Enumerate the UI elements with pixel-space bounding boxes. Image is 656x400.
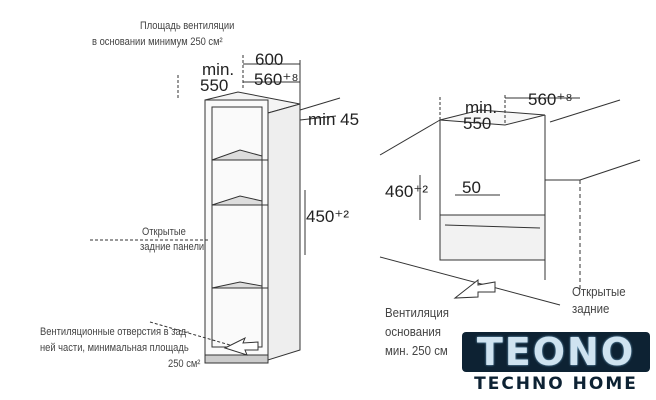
dim-min45: min 45 — [308, 110, 360, 129]
dim-450: 450⁺² — [306, 207, 349, 226]
undercounter-cabinet — [379, 95, 641, 306]
tall-cabinet — [90, 55, 341, 364]
right-dim-460: 460⁺² — [385, 182, 428, 201]
right-open-panels-line1: Открытые — [572, 284, 626, 299]
vent-holes-line2: ней части, минимальная площадь — [40, 342, 189, 354]
logo-main-text: TEONO — [462, 332, 650, 372]
right-vent-line2: основания — [385, 324, 441, 339]
dim-560: 560⁺⁸ — [254, 70, 299, 89]
right-dim-560: 560⁺⁸ — [528, 90, 573, 109]
dim-600: 600 — [255, 50, 284, 69]
right-vent-line3: мин. 250 см — [385, 343, 448, 358]
open-panels-line2: задние панели — [140, 241, 205, 253]
logo-sub-text: TECHNO HOME — [474, 374, 638, 394]
dim-550: 550 — [200, 76, 229, 95]
vent-holes-line1: Вентиляционные отверстия в зад- — [40, 326, 190, 338]
dim-min-label: min. — [202, 60, 235, 79]
right-open-panels-line2: задние — [572, 301, 610, 316]
right-dim-min-label: min. — [465, 98, 498, 117]
right-vent-line1: Вентиляция — [385, 305, 449, 320]
teono-logo: TEONO TECHNO HOME — [462, 332, 650, 396]
right-dim-550: 550 — [463, 114, 492, 133]
vent-holes-line3: 250 см² — [168, 358, 201, 370]
right-dim-50: 50 — [462, 178, 481, 197]
open-panels-line1: Открытые — [142, 226, 186, 238]
vent-area-note-line2: в основании минимум 250 см² — [92, 36, 223, 48]
vent-area-note-line1: Площадь вентиляции — [140, 20, 235, 32]
